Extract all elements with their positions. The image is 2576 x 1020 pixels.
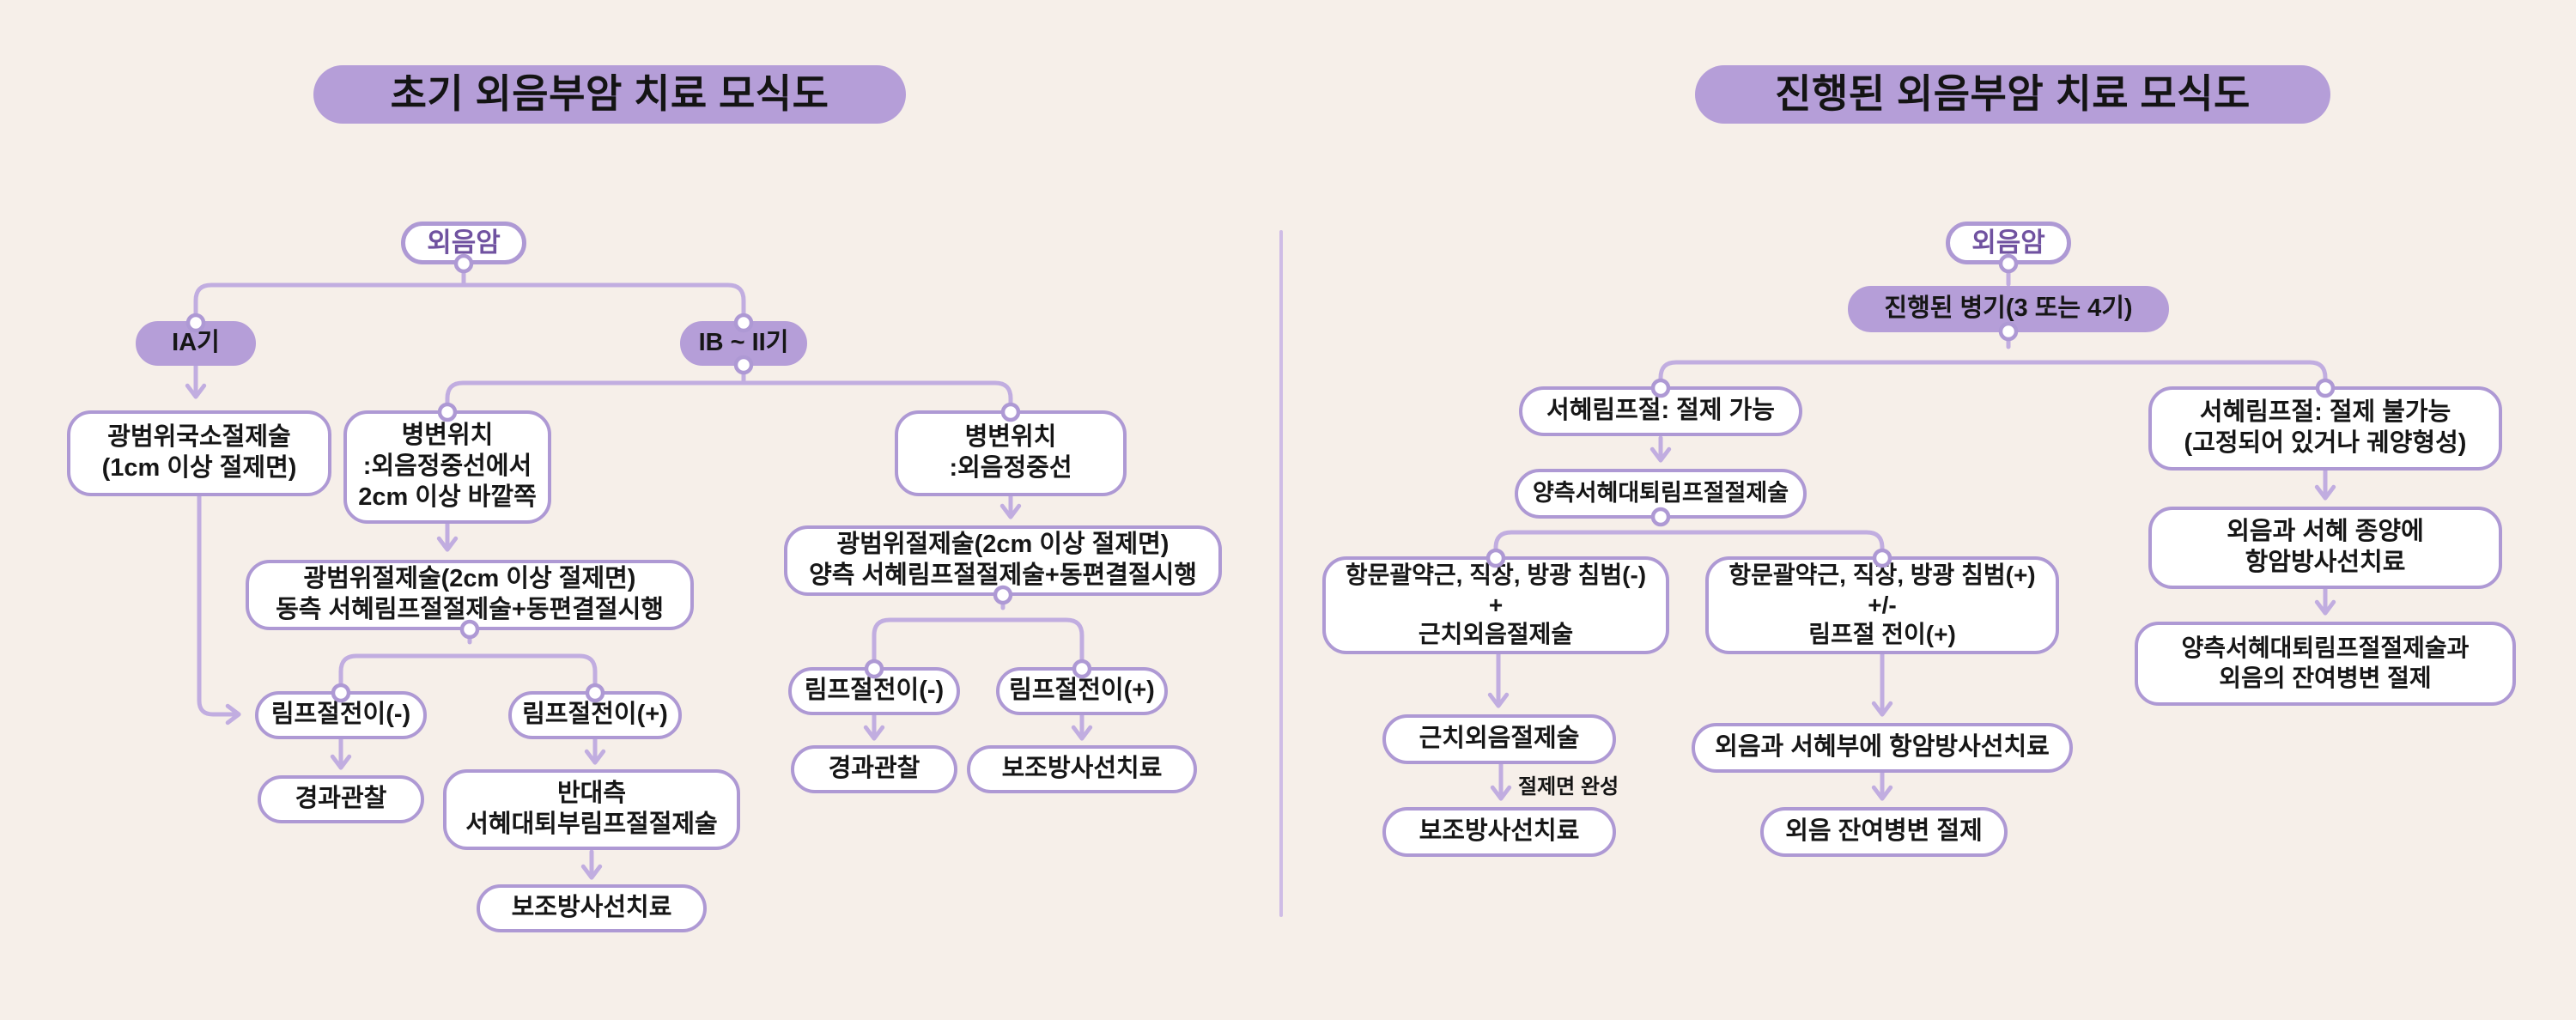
node-bilateral-lnd: 양측서혜대퇴림프절절제술 <box>1515 469 1807 519</box>
node-adjuvant-rt-b: 보조방사선치료 <box>967 745 1197 793</box>
node-no-invasion-radical: 항문괄약근, 직장, 방광 침범(-) + 근치외음절제술 <box>1322 556 1669 654</box>
node-contralateral-lnd: 반대측 서혜대퇴부림프절절제술 <box>443 769 740 850</box>
connector <box>445 380 1013 413</box>
node-crt-vulva-groin: 외음과 서혜부에 항암방사선치료 <box>1692 723 2073 773</box>
node-wide-excision-bilateral: 광범위절제술(2cm 이상 절제면) 양측 서혜림프절절제술+동편결절시행 <box>784 525 1222 596</box>
left-chart-title: 초기 외음부암 치료 모식도 <box>313 65 906 124</box>
node-invasion-ln-positive: 항문괄약근, 직장, 방광 침범(+) +/- 림프절 전이(+) <box>1705 556 2059 654</box>
node-bilateral-lnd-residual-resection: 양측서혜대퇴림프절절제술과 외음의 잔여병변 절제 <box>2135 622 2516 706</box>
node-residual-lesion-resection: 외음 잔여병변 절제 <box>1760 807 2008 857</box>
node-observation-a: 경과관찰 <box>258 775 424 823</box>
connector <box>1658 360 2328 391</box>
node-lesion-midline: 병변위치 :외음정중선 <box>895 410 1127 496</box>
node-vulvar-cancer-left: 외음암 <box>401 222 526 264</box>
connector <box>872 617 1084 671</box>
node-vulvar-cancer-right: 외음암 <box>1946 222 2071 264</box>
node-stage-ib-ii: IB ~ II기 <box>680 321 807 366</box>
node-stage-ia: IA기 <box>136 321 256 366</box>
right-chart-title: 진행된 외음부암 치료 모식도 <box>1695 65 2330 124</box>
node-wide-excision-ipsilateral: 광범위절제술(2cm 이상 절제면) 동측 서혜림프절절제술+동편결절시행 <box>246 560 694 630</box>
node-wide-local-excision: 광범위국소절제술 (1cm 이상 절제면) <box>67 410 331 496</box>
node-advanced-stage: 진행된 병기(3 또는 4기) <box>1848 286 2169 332</box>
node-lesion-lateral: 병변위치 :외음정중선에서 2cm 이상 바깥쪽 <box>343 410 551 524</box>
node-adjuvant-rt-a: 보조방사선치료 <box>477 884 707 932</box>
node-ln-positive-a: 림프절전이(+) <box>508 691 682 739</box>
node-ln-resectable: 서혜림프절: 절제 가능 <box>1519 386 1802 436</box>
node-observation-b: 경과관찰 <box>791 745 957 793</box>
node-ln-negative-b: 림프절전이(-) <box>788 667 960 715</box>
chart-divider <box>1279 230 1283 917</box>
node-ln-negative-a: 림프절전이(-) <box>255 691 427 739</box>
connector <box>338 653 598 695</box>
edge-label-margin-complete: 절제면 완성 <box>1518 775 1619 798</box>
node-adjuvant-rt-right: 보조방사선치료 <box>1382 807 1616 857</box>
node-ln-positive-b: 림프절전이(+) <box>996 667 1168 715</box>
node-crt-vulva-groin-tumor: 외음과 서혜 종양에 항암방사선치료 <box>2148 507 2502 589</box>
connector <box>193 282 746 324</box>
connector <box>1493 530 1885 561</box>
node-ln-unresectable: 서혜림프절: 절제 불가능 (고정되어 있거나 궤양형성) <box>2148 386 2502 471</box>
flow-arrow <box>197 494 241 726</box>
node-radical-vulvectomy: 근치외음절제술 <box>1382 714 1616 764</box>
